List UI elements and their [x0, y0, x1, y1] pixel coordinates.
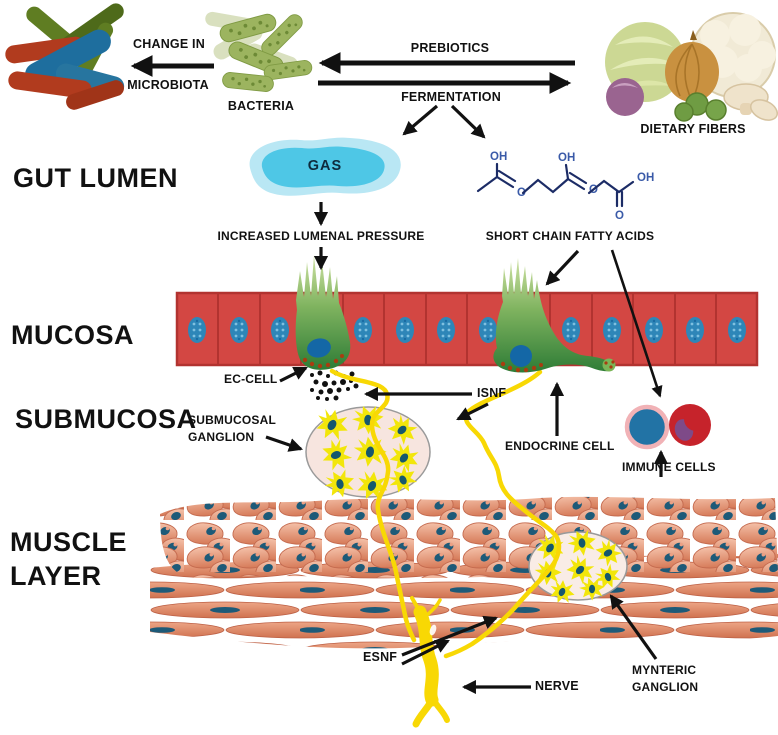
- esnf-label: ESNF: [363, 650, 398, 664]
- submucosal-ganglion-label-line1: SUBMUCOSAL: [188, 413, 276, 427]
- isnf-label: ISNF: [477, 386, 507, 400]
- endocrine-cell-label: ENDOCRINE CELL: [505, 439, 615, 453]
- mucosa-band: [175, 291, 759, 367]
- scfa-to-immune-arrow: [610, 249, 663, 398]
- dietary-fibers-illustration: [605, 12, 778, 122]
- ec-cell-label: EC-CELL: [224, 372, 278, 386]
- myenteric-ganglion-label-line1: MYNTERIC: [632, 663, 697, 677]
- ec-cell-graphic: [295, 255, 351, 370]
- o-label: O: [517, 187, 526, 199]
- change-in-label-line2: MICROBIOTA: [127, 78, 209, 92]
- change-in-label-line1: CHANGE IN: [133, 37, 205, 51]
- muscle-circular-layer: [160, 496, 778, 578]
- muscle-layer-label-line2: LAYER: [10, 561, 102, 591]
- fermentation-label: FERMENTATION: [401, 90, 501, 104]
- endocrine-cell-graphic: [493, 258, 616, 373]
- submucosa-label: SUBMUCOSA: [15, 404, 197, 434]
- dietary-fibers-label: DIETARY FIBERS: [640, 122, 746, 136]
- immune-cells-label: IMMUNE CELLS: [622, 460, 716, 474]
- mushrooms: [723, 83, 778, 121]
- nerve-bundle: [410, 596, 450, 728]
- mucosa-label: MUCOSA: [11, 320, 134, 350]
- gas-label: GAS: [307, 158, 343, 174]
- gut-lumen-label: GUT LUMEN: [13, 163, 178, 193]
- fermentation-to-gas-arrow: [402, 104, 439, 136]
- onion: [665, 42, 719, 102]
- bacteria-illustration: [205, 11, 314, 93]
- submucosal-ganglion-graphic: [305, 400, 431, 503]
- secreted-granules: [310, 370, 359, 401]
- isnf-fiber-arrow: [456, 402, 489, 421]
- esnf-arrow-1: [401, 615, 498, 657]
- increased-pressure-label: INCREASED LUMENAL PRESSURE: [217, 229, 425, 243]
- o-label: O: [615, 210, 624, 222]
- myenteric-ganglion-label-line2: GANGLION: [632, 680, 699, 694]
- muscle-layer-label-line1: MUSCLE: [10, 527, 127, 557]
- ec-cell-arrow: [279, 366, 308, 383]
- prebiotics-label: PREBIOTICS: [410, 41, 490, 55]
- oh-label: OH: [490, 151, 507, 163]
- submucosal-ganglion-label-line2: GANGLION: [188, 430, 255, 444]
- bacteria-label: BACTERIA: [227, 99, 295, 113]
- esnf-fiber: [443, 369, 562, 659]
- immune-cells-graphic: [624, 404, 711, 450]
- nerve-label: NERVE: [535, 679, 579, 693]
- red-onion: [606, 78, 644, 116]
- scfa-to-endocrine-arrow: [545, 249, 580, 286]
- submucosal-ganglion-arrow: [265, 435, 303, 452]
- myenteric-ganglion-graphic: [528, 524, 628, 605]
- oh-label: OH: [558, 152, 575, 164]
- gas-blob: [249, 137, 401, 196]
- myenteric-ganglion-arrow: [609, 594, 658, 660]
- oh-label: OH: [637, 172, 654, 184]
- scfa-molecules: OH O OH O OH O: [476, 151, 654, 222]
- changed-microbiota-illustration: [5, 3, 125, 110]
- esnf-arrow-2: [401, 639, 450, 666]
- fermentation-to-scfa-arrow: [450, 104, 486, 139]
- scfa-label: SHORT CHAIN FATTY ACIDS: [485, 229, 655, 243]
